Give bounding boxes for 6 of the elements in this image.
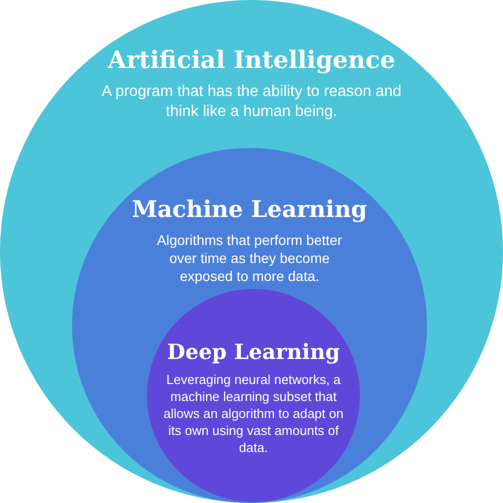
description: A program that has the ability to reason and think like a human being. bbox=[100, 82, 402, 122]
description: Algorithms that perform better over time as they become exposed to more data. bbox=[156, 231, 344, 286]
circle-title: Deep Learning bbox=[167, 339, 340, 364]
description: Leveraging neural networks, a machine learning subset that allows an algorithm to adapt on its own using vast amounts of data. bbox=[164, 372, 344, 456]
circle-title: Artificial Intelligence bbox=[108, 45, 396, 74]
circle-title: Machine Learning bbox=[132, 196, 368, 223]
